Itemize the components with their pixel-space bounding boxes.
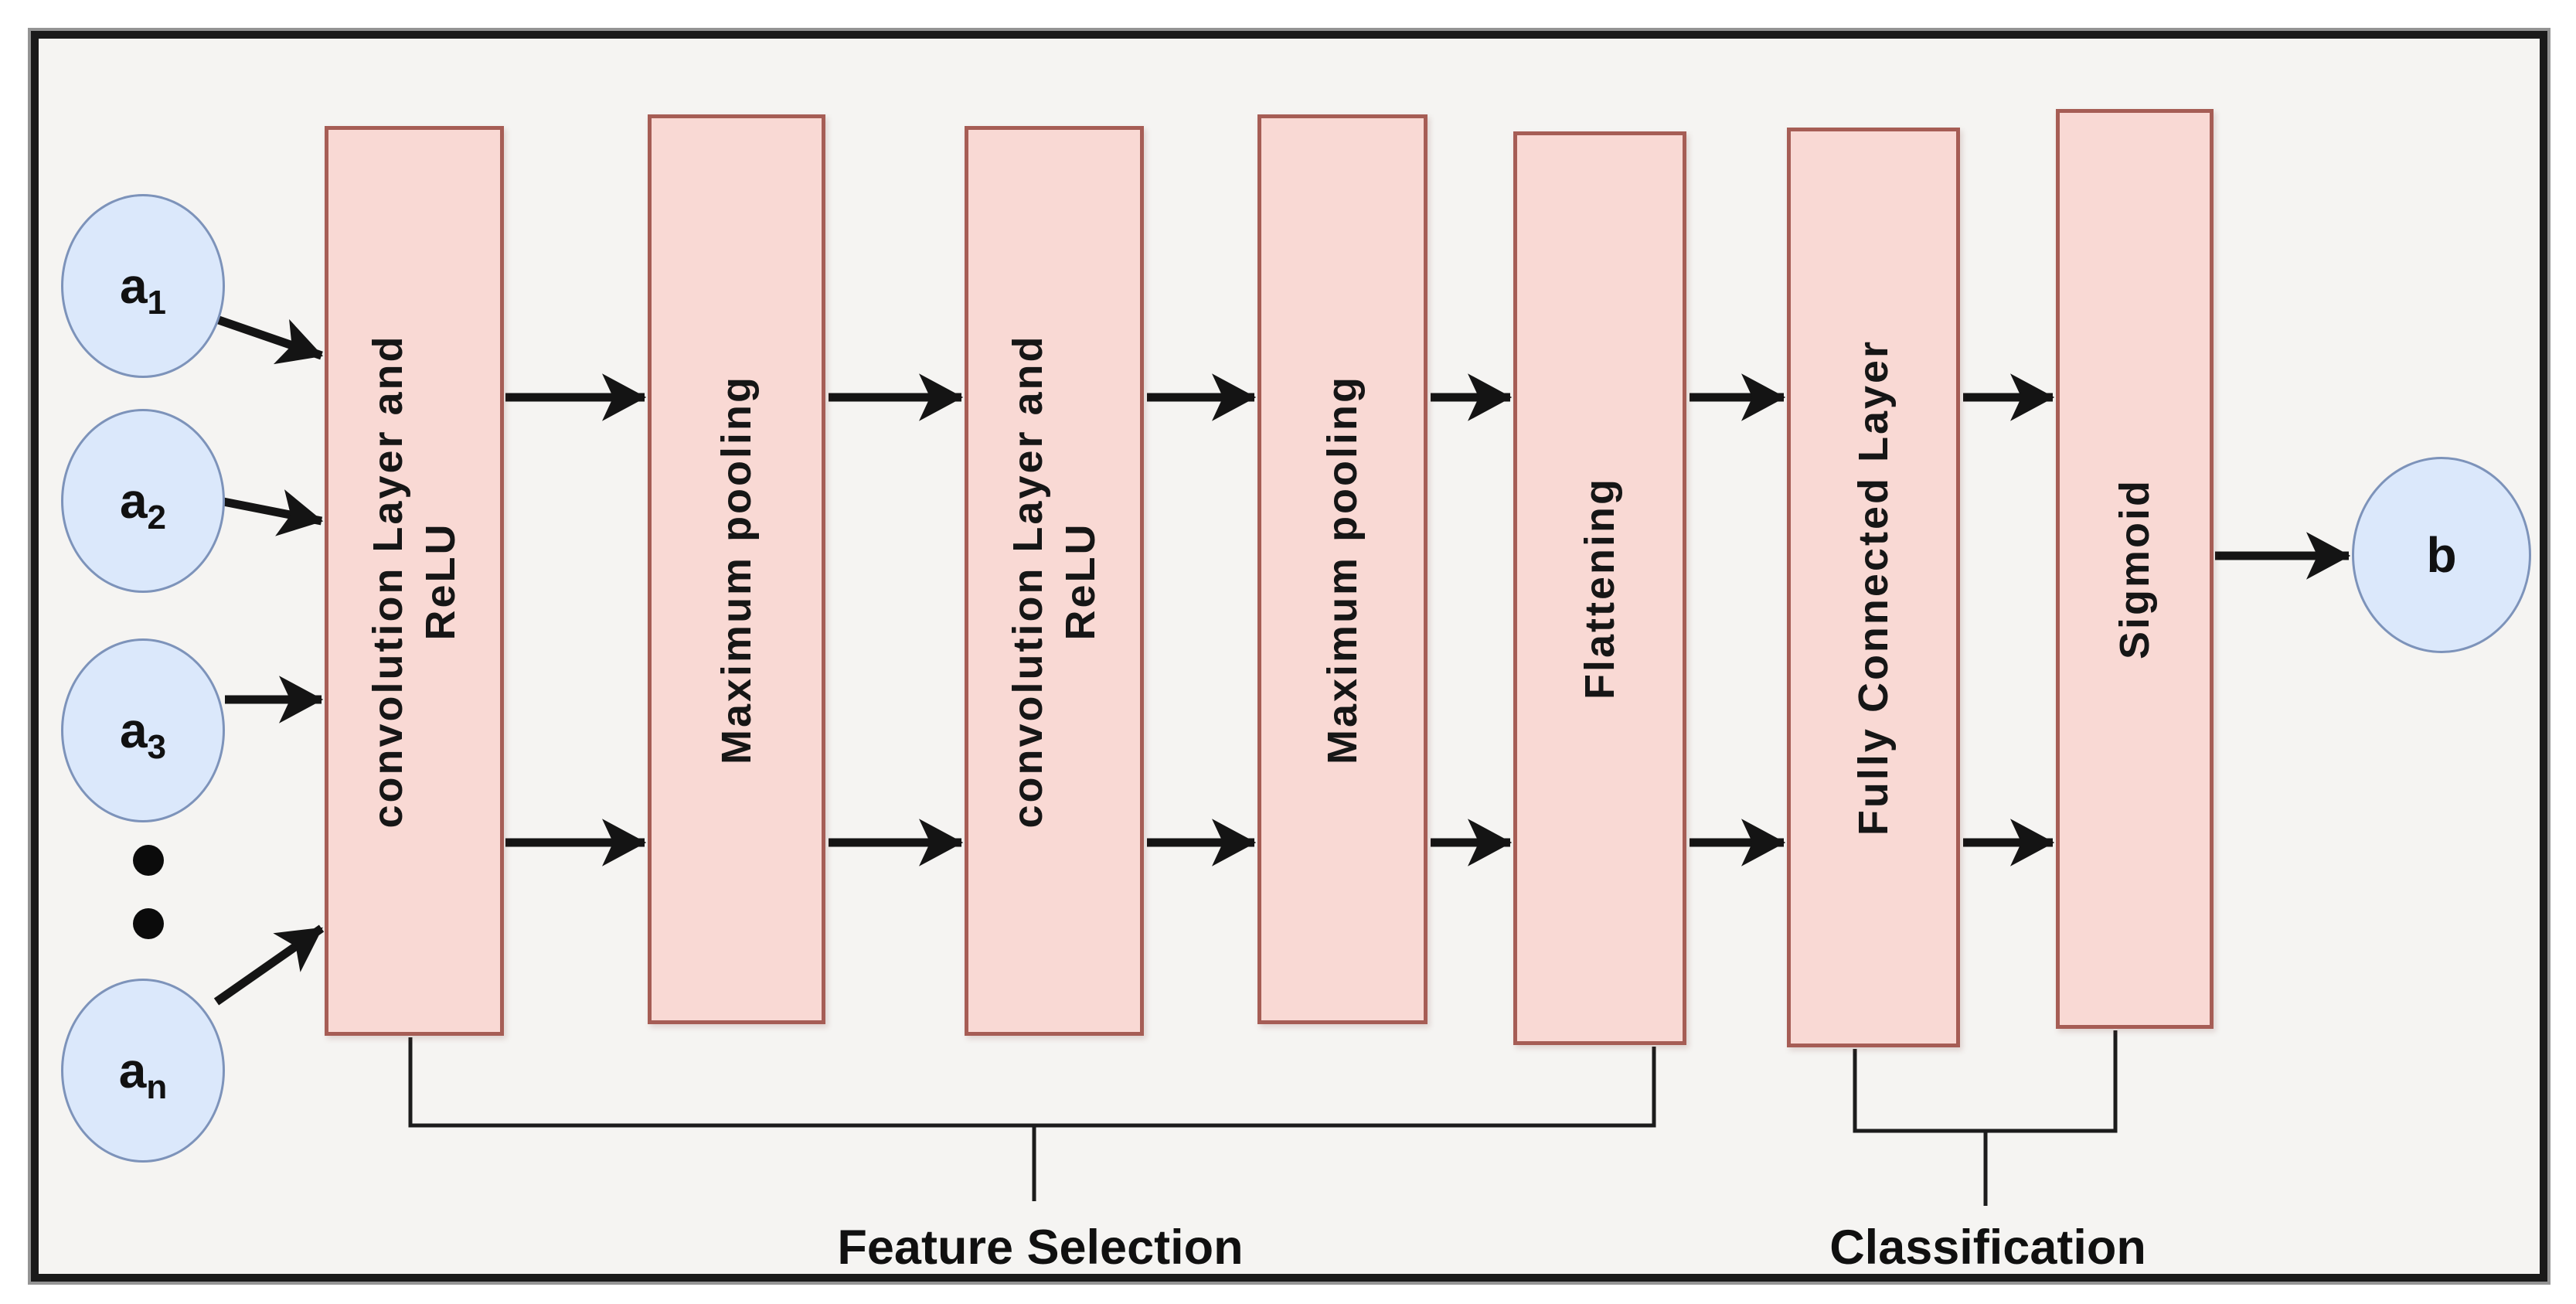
arrow-an-to-conv1 — [213, 924, 325, 1006]
block-max-pooling-1-label: Maximum pooling — [713, 374, 760, 764]
input-node-a1: a1 — [61, 194, 225, 378]
block-max-pooling-1: Maximum pooling — [648, 114, 825, 1024]
block-flattening-label: Flattening — [1577, 477, 1623, 700]
block-convolution-relu-2-label: convolution Layer and ReLU — [1005, 333, 1104, 829]
block-fully-connected-label: Fully Connected Layer — [1850, 339, 1897, 836]
input-node-a2-label: a2 — [119, 473, 167, 536]
input-node-a3: a3 — [61, 638, 225, 822]
input-node-a1-label: a1 — [119, 258, 167, 322]
block-convolution-relu-1-label: convolution Layer and ReLU — [365, 333, 464, 829]
input-node-an-label: an — [118, 1043, 168, 1106]
ellipsis-dot-1 — [133, 845, 164, 876]
block-max-pooling-2: Maximum pooling — [1257, 114, 1428, 1024]
classification-caption: Classification — [1829, 1221, 2146, 1275]
block-flattening: Flattening — [1513, 131, 1686, 1045]
input-node-an: an — [61, 979, 225, 1163]
output-node-b: b — [2352, 457, 2531, 653]
block-convolution-relu-1: convolution Layer and ReLU — [325, 126, 504, 1036]
ellipsis-dot-2 — [133, 908, 164, 939]
arrow-a1-to-conv1 — [215, 315, 324, 365]
arrow-a2-to-conv1 — [222, 489, 324, 536]
input-node-a3-label: a3 — [119, 703, 167, 766]
block-sigmoid-label: Sigmoid — [2112, 478, 2158, 659]
block-sigmoid: Sigmoid — [2056, 109, 2214, 1029]
block-max-pooling-2-label: Maximum pooling — [1319, 374, 1366, 764]
input-node-a2: a2 — [61, 409, 225, 593]
feature-selection-caption: Feature Selection — [837, 1221, 1244, 1275]
output-node-b-label: b — [2426, 527, 2457, 583]
block-convolution-relu-2: convolution Layer and ReLU — [965, 126, 1144, 1036]
feature-selection-bracket — [408, 1037, 1656, 1128]
block-fully-connected: Fully Connected Layer — [1787, 128, 1960, 1047]
